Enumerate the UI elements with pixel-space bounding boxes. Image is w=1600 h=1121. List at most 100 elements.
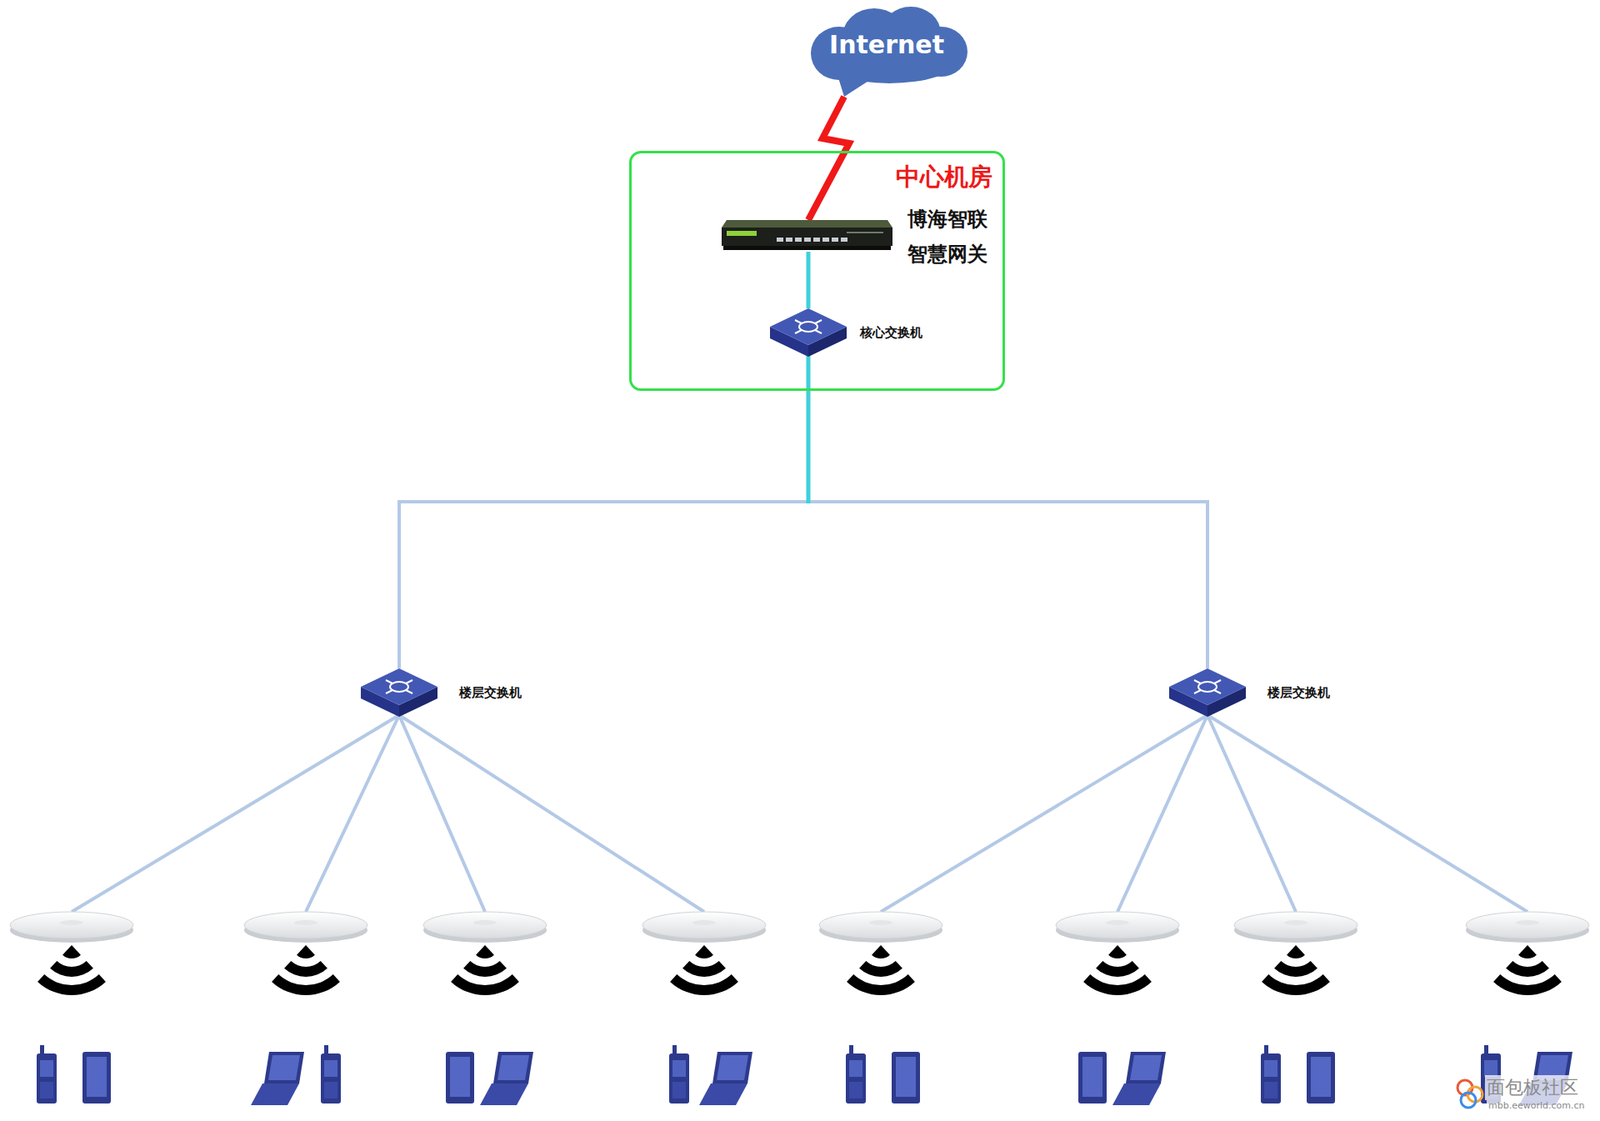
device-port	[776, 237, 784, 242]
ap-disc	[10, 911, 134, 939]
phone-body	[320, 1053, 341, 1104]
laptop-display	[716, 1055, 749, 1080]
wifi-symbol	[1261, 945, 1330, 995]
wifi-wave	[846, 974, 915, 995]
switch-arrow	[795, 320, 802, 324]
wifi-wave	[50, 960, 94, 977]
switch-arrow	[815, 320, 822, 324]
wifi-wave	[695, 945, 714, 959]
tablet-body	[1078, 1051, 1107, 1104]
laptop-display	[497, 1055, 530, 1080]
floor-lines	[71, 715, 1528, 912]
ap-center	[1105, 920, 1130, 925]
switch-arrow	[815, 330, 822, 334]
wifi-wave	[682, 960, 726, 977]
phone-screen	[324, 1060, 338, 1077]
phone-body	[1260, 1053, 1281, 1104]
wifi-symbol	[271, 945, 340, 995]
node-label: 楼层交换机	[459, 685, 522, 701]
wifi-wave	[1261, 974, 1330, 995]
switch-symbol	[385, 680, 413, 694]
switch-arrow	[1194, 680, 1201, 684]
lightning-link	[808, 96, 850, 220]
device-strip	[846, 231, 884, 234]
ap-center	[60, 920, 84, 925]
wifi-wave	[271, 974, 340, 995]
wifi-wave	[1274, 960, 1318, 977]
laptop-display	[1130, 1055, 1162, 1080]
wifi-wave	[463, 960, 507, 977]
device-front	[721, 227, 893, 246]
phone-keys	[324, 1081, 338, 1099]
server-room-region: 博海智联 智慧网关核心交换机中心机房	[629, 150, 1005, 391]
device-port	[813, 237, 820, 242]
node-label: 核心交换机	[860, 325, 923, 341]
gateway-device: 博海智联 智慧网关	[721, 220, 893, 252]
ap-disc	[819, 911, 943, 939]
watermark-logo	[1457, 1080, 1483, 1108]
trunk-line	[806, 353, 811, 504]
watermark-text: 面包板社区	[1485, 1075, 1580, 1100]
wifi-wave	[859, 960, 903, 977]
wifi-wave	[475, 945, 495, 959]
phone-screen	[1484, 1060, 1498, 1077]
device-port	[822, 237, 830, 242]
ap-disc	[1234, 911, 1358, 939]
switch-shape	[770, 308, 847, 357]
switch-top	[360, 668, 438, 705]
switch-arrow	[405, 690, 413, 694]
wifi-wave	[1095, 960, 1140, 977]
wifi-wave	[296, 945, 315, 959]
internet-cloud: Internet	[805, 5, 968, 97]
tablet-screen	[450, 1056, 470, 1097]
wifi-symbol	[1083, 945, 1152, 995]
switch-arrow	[1214, 680, 1221, 684]
wifi-symbol	[37, 945, 106, 995]
device-port	[831, 237, 839, 242]
switch-arrow	[385, 690, 393, 694]
phone-body	[36, 1053, 57, 1104]
ap-center	[1515, 920, 1540, 925]
wifi-wave	[1505, 960, 1550, 977]
access-link	[1117, 715, 1208, 912]
switch-arrow	[795, 330, 802, 334]
phone-screen	[849, 1060, 863, 1077]
ap-disc	[1465, 911, 1590, 939]
node-label: Internet	[805, 30, 968, 60]
logo-ring	[1460, 1092, 1476, 1108]
core-switch: 核心交换机	[770, 308, 847, 357]
switch-symbol	[795, 320, 822, 334]
phone-body	[669, 1053, 690, 1104]
watermark-text: mbb.eeworld.com.cn	[1486, 1100, 1587, 1111]
wifi-wave	[284, 960, 328, 977]
wifi-wave	[1108, 945, 1127, 959]
laptop-screen	[264, 1051, 305, 1084]
switch-top	[1169, 668, 1246, 705]
device-port	[795, 237, 802, 242]
access-point	[1055, 911, 1180, 1105]
phone-icon	[320, 1045, 341, 1104]
switch-arrow	[385, 680, 393, 684]
wifi-wave	[1286, 945, 1305, 959]
tablet-screen	[86, 1056, 107, 1097]
wifi-wave	[670, 974, 739, 995]
gateway-shape	[721, 220, 893, 252]
access-point	[423, 911, 547, 1105]
access-point	[1234, 911, 1358, 1104]
node-label: 博海智联 智慧网关	[907, 201, 1001, 272]
access-link	[1207, 715, 1528, 912]
laptop-base	[1112, 1083, 1161, 1105]
tablet-body	[1306, 1051, 1335, 1104]
access-point	[10, 911, 134, 1104]
laptop-icon	[480, 1051, 534, 1105]
wifi-wave	[871, 945, 890, 959]
network-link	[399, 356, 809, 669]
laptop-icon	[699, 1051, 753, 1105]
access-link	[305, 715, 400, 912]
laptop-display	[268, 1055, 300, 1080]
tablet-body	[82, 1051, 111, 1104]
switch-ring	[390, 681, 409, 692]
phone-body	[845, 1053, 866, 1104]
